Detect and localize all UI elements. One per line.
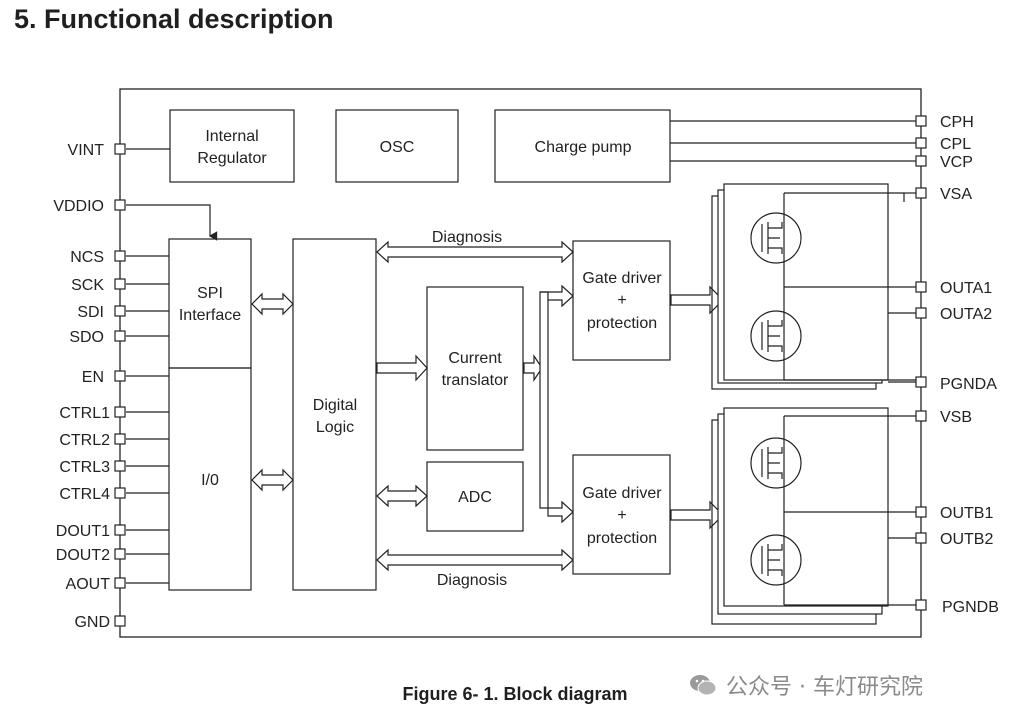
pin-ctrl3: CTRL3 <box>59 459 110 476</box>
pin-gnd: GND <box>74 614 110 631</box>
gate-driver-a-block: Gate driver + protection <box>572 240 671 361</box>
chip-outline <box>119 88 922 638</box>
svg-text:ADC: ADC <box>458 489 492 506</box>
diagnosis-label-top: Diagnosis <box>432 229 502 246</box>
svg-text:Regulator: Regulator <box>197 150 267 167</box>
right-pin-labels: CPH CPL VCP VSA OUTA1 OUTA2 PGNDA VSB OU… <box>940 114 999 616</box>
adc-block: ADC <box>426 461 524 532</box>
current-translator-block: Current translator <box>426 286 524 451</box>
svg-text:Logic: Logic <box>316 419 354 436</box>
watermark-text: 公众号 · 车灯研究院 <box>726 675 923 700</box>
gate-driver-b-block: Gate driver + protection <box>572 454 671 575</box>
svg-text:Gate driver: Gate driver <box>582 485 662 502</box>
left-pin-labels: VINT VDDIO NCS SCK SDI SDO EN CTRL1 CTRL… <box>53 142 110 631</box>
svg-text:Interface: Interface <box>179 307 241 324</box>
pin-ctrl4: CTRL4 <box>59 486 110 503</box>
pin-cpl: CPL <box>940 136 971 153</box>
pin-pgnda: PGNDA <box>940 376 997 393</box>
pin-aout: AOUT <box>66 576 111 593</box>
svg-text:translator: translator <box>442 372 509 389</box>
watermark: 公众号 · 车灯研究院 <box>688 665 1018 705</box>
pin-vcp: VCP <box>940 154 973 171</box>
pin-en: EN <box>82 369 104 386</box>
pin-ncs: NCS <box>70 249 104 266</box>
svg-text:SPI: SPI <box>197 285 223 302</box>
right-pin-squares <box>915 115 927 611</box>
io-block: I/0 <box>168 367 252 591</box>
internal-regulator-block: Internal Regulator <box>169 109 295 183</box>
svg-text:I/0: I/0 <box>201 472 219 489</box>
pin-vint: VINT <box>68 142 105 159</box>
pin-sdo: SDO <box>69 329 104 346</box>
svg-text:Current: Current <box>448 350 502 367</box>
pin-sck: SCK <box>71 277 104 294</box>
pin-dout1: DOUT1 <box>56 523 110 540</box>
pin-vddio: VDDIO <box>53 198 104 215</box>
pin-ctrl2: CTRL2 <box>59 432 110 449</box>
spi-interface-block: SPI Interface <box>168 238 252 369</box>
pin-dout2: DOUT2 <box>56 547 110 564</box>
h-bridge-b <box>711 407 916 625</box>
pin-outb2: OUTB2 <box>940 531 993 548</box>
svg-text:Charge pump: Charge pump <box>535 139 632 156</box>
left-pin-squares <box>114 143 126 627</box>
pin-ctrl1: CTRL1 <box>59 405 110 422</box>
svg-text:protection: protection <box>587 315 657 332</box>
pin-outa1: OUTA1 <box>940 280 992 297</box>
pin-outb1: OUTB1 <box>940 505 993 522</box>
pin-outa2: OUTA2 <box>940 306 992 323</box>
h-bridge-a <box>711 183 916 390</box>
pin-vsa: VSA <box>940 186 972 203</box>
digital-logic-block: Digital Logic <box>292 238 377 591</box>
diagnosis-label-bottom: Diagnosis <box>437 572 507 589</box>
svg-text:+: + <box>617 507 626 524</box>
section-heading: 5. Functional description <box>14 4 334 34</box>
pin-cph: CPH <box>940 114 974 131</box>
svg-text:Internal: Internal <box>205 128 258 145</box>
svg-text:+: + <box>617 292 626 309</box>
pin-pgndb: PGNDB <box>942 599 999 616</box>
svg-text:protection: protection <box>587 530 657 547</box>
osc-block: OSC <box>335 109 459 183</box>
pin-sdi: SDI <box>77 304 104 321</box>
bus-arrows <box>251 240 724 572</box>
pin-vsb: VSB <box>940 409 972 426</box>
figure-caption: Figure 6- 1. Block diagram <box>402 684 628 704</box>
charge-pump-block: Charge pump <box>494 109 671 183</box>
svg-text:Digital: Digital <box>313 397 357 414</box>
wechat-icon <box>690 675 717 696</box>
svg-text:OSC: OSC <box>380 139 415 156</box>
svg-text:Gate driver: Gate driver <box>582 270 662 287</box>
